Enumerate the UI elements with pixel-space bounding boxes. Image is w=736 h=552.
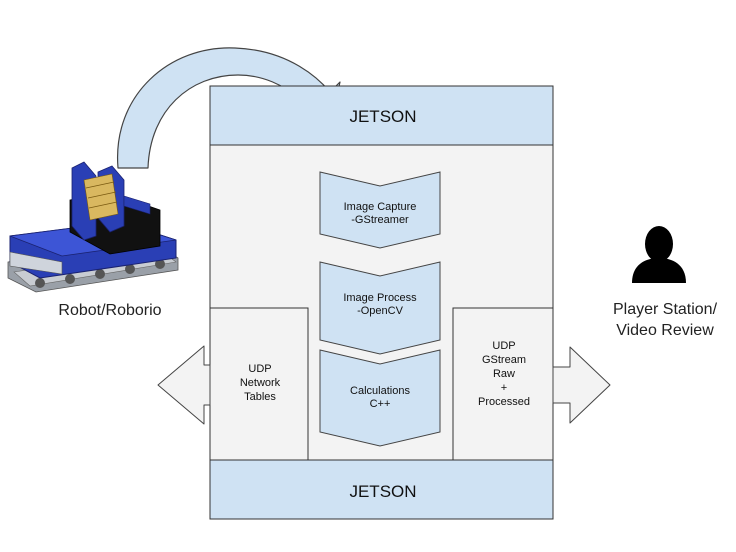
robot-image	[7, 161, 179, 293]
step-2-line2: -OpenCV	[357, 305, 404, 317]
left-panel-line3: Tables	[244, 391, 276, 403]
right-panel-line1: UDP	[492, 340, 515, 352]
right-panel-line3: Raw	[493, 368, 515, 380]
step-chevron-3	[319, 349, 441, 447]
step-chevron-1	[319, 171, 441, 249]
step-chevron-2	[319, 261, 441, 355]
step-1-line1: Image Capture	[344, 201, 417, 213]
right-panel-line2: GStream	[482, 354, 526, 366]
left-panel-line1: UDP	[248, 363, 271, 375]
right-panel	[452, 307, 554, 461]
robot-label: Robot/Roborio	[58, 302, 162, 319]
left-arrow	[157, 345, 211, 425]
right-panel-line5: Processed	[478, 396, 530, 408]
left-panel-line2: Network	[240, 377, 281, 389]
jetson-top-label: JETSON	[349, 107, 416, 126]
jetson-top-box	[209, 85, 554, 146]
player-station-label-2: Video Review	[616, 322, 714, 339]
step-2-line1: Image Process	[343, 292, 417, 304]
right-panel-line4: +	[501, 382, 507, 394]
step-1-line2: -GStreamer	[351, 214, 409, 226]
player-station-label-1: Player Station/	[612, 301, 718, 318]
step-3-line2: C++	[370, 398, 391, 410]
right-arrow	[552, 346, 611, 424]
jetson-bottom-label: JETSON	[349, 482, 416, 501]
jetson-bottom-box	[209, 459, 554, 520]
step-3-line1: Calculations	[350, 385, 410, 397]
person-icon	[632, 226, 686, 283]
left-panel	[209, 307, 309, 461]
